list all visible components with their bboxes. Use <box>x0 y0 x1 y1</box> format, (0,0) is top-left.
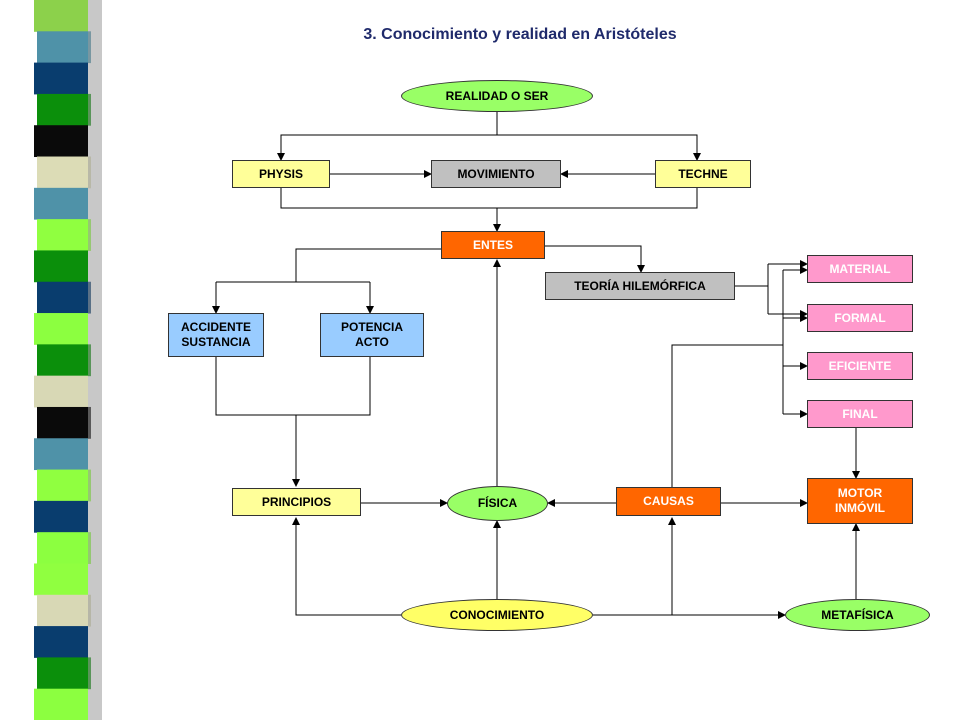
node-motor-inmovil-label: MOTOR INMÓVIL <box>835 486 885 515</box>
node-accidente-sustancia-label: ACCIDENTE SUSTANCIA <box>180 320 251 349</box>
node-material: MATERIAL <box>807 255 913 283</box>
node-accidente-sustancia: ACCIDENTE SUSTANCIA <box>168 313 264 357</box>
stripe-band <box>37 31 91 64</box>
stripe-band <box>34 62 88 95</box>
stripe-band <box>37 219 91 251</box>
stripe-band <box>37 406 91 439</box>
stripe-band <box>34 438 88 471</box>
stripe-band <box>34 187 88 220</box>
decorative-stripe-border <box>0 0 120 720</box>
stripe-band <box>34 250 88 283</box>
node-metafisica: METAFÍSICA <box>785 599 930 631</box>
stripe-band <box>37 156 91 189</box>
stripe-band <box>34 125 88 158</box>
node-formal: FORMAL <box>807 304 913 332</box>
node-fisica: FÍSICA <box>447 486 548 521</box>
stripe-band <box>37 281 91 314</box>
node-movimiento: MOVIMIENTO <box>431 160 561 188</box>
node-motor-inmovil: MOTOR INMÓVIL <box>807 478 913 524</box>
node-potencia-acto: POTENCIA ACTO <box>320 313 424 357</box>
stripe-band <box>34 0 88 32</box>
stripe-band <box>34 626 88 658</box>
stripe-band <box>34 563 88 596</box>
stripe-band <box>34 688 88 720</box>
node-causas: CAUSAS <box>616 487 721 516</box>
node-principios: PRINCIPIOS <box>232 488 361 516</box>
node-potencia-acto-label: POTENCIA ACTO <box>340 320 403 349</box>
stripe-band <box>37 532 91 564</box>
stripe-band <box>34 313 88 345</box>
node-realidad-o-ser: REALIDAD O SER <box>401 80 593 112</box>
node-physis: PHYSIS <box>232 160 330 188</box>
stripe-band <box>37 594 91 627</box>
stripe-band <box>37 469 91 502</box>
stripe-band <box>37 93 91 126</box>
stripe-band <box>34 500 88 533</box>
node-entes: ENTES <box>441 231 545 259</box>
node-final: FINAL <box>807 400 913 428</box>
node-techne: TECHNE <box>655 160 751 188</box>
node-teoria-hilemorfica: TEORÍA HILEMÓRFICA <box>545 272 735 300</box>
stripe-band <box>34 375 88 408</box>
stripe-band <box>37 344 91 377</box>
stripe-band <box>37 657 91 690</box>
node-eficiente: EFICIENTE <box>807 352 913 380</box>
page-title: 3. Conocimiento y realidad en Aristótele… <box>363 26 677 43</box>
node-conocimiento: CONOCIMIENTO <box>401 599 593 631</box>
